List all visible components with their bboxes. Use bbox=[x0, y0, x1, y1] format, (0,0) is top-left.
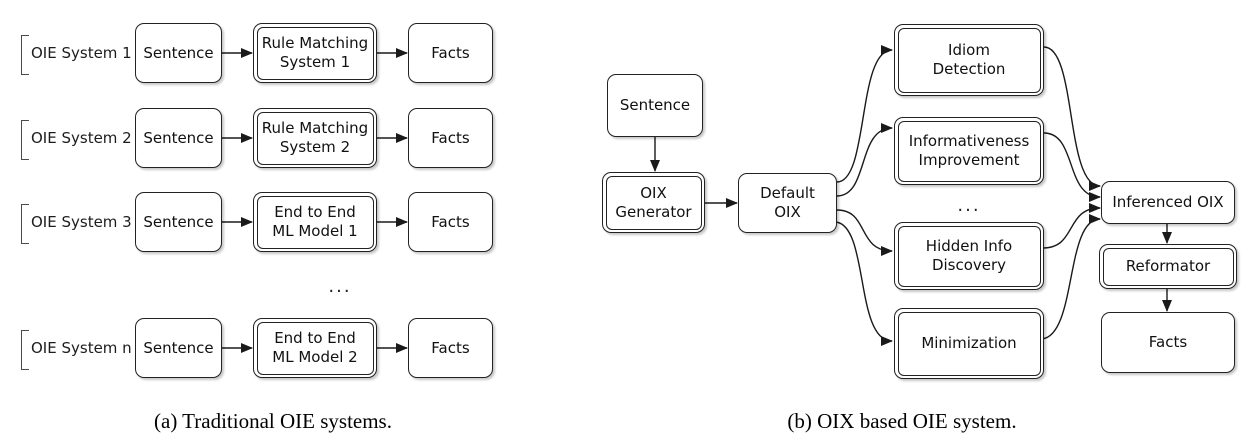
arrow-idiom-detection-to-inferenced-oix bbox=[1043, 46, 1101, 191]
node-an-system: End to End ML Model 2 bbox=[253, 318, 377, 378]
arrow-minimization-to-inferenced-oix bbox=[1041, 214, 1101, 340]
row-bracket bbox=[21, 204, 29, 244]
panel-b-ellipsis: ... bbox=[957, 195, 981, 216]
node-an-sentence: Sentence bbox=[135, 318, 222, 378]
arrow-default-oix-to-informativeness bbox=[836, 123, 893, 197]
node-a3-facts: Facts bbox=[408, 192, 493, 252]
node-a3-sentence: Sentence bbox=[135, 192, 222, 252]
node-a1-system-label: Rule Matching System 1 bbox=[256, 26, 374, 80]
node-a2-facts: Facts bbox=[408, 108, 493, 168]
row-bracket bbox=[21, 120, 29, 160]
row-bracket bbox=[21, 35, 29, 75]
node-a3-system-label: End to End ML Model 1 bbox=[256, 195, 374, 249]
node-a2-system: Rule Matching System 2 bbox=[253, 108, 377, 168]
node-reformator-label: Reformator bbox=[1102, 247, 1234, 286]
node-informativeness-improvement-label: Informativeness Improvement bbox=[897, 120, 1041, 182]
node-reformator: Reformator bbox=[1099, 244, 1237, 289]
node-inferenced-oix: Inferenced OIX bbox=[1101, 181, 1235, 224]
node-informativeness-improvement: Informativeness Improvement bbox=[894, 117, 1044, 185]
node-hidden-info-discovery: Hidden Info Discovery bbox=[894, 222, 1044, 290]
arrow-default-oix-to-minimization bbox=[835, 221, 893, 346]
node-a3-system: End to End ML Model 1 bbox=[253, 192, 377, 252]
arrow-default-oix-to-hidden-info bbox=[836, 209, 893, 256]
node-minimization: Minimization bbox=[894, 308, 1044, 379]
caption-panel-b: (b) OIX based OIE system. bbox=[787, 409, 1017, 433]
row-label-oie-system-1: OIE System 1 bbox=[31, 44, 132, 62]
node-b-sentence: Sentence bbox=[607, 74, 703, 137]
node-b-facts: Facts bbox=[1101, 312, 1235, 373]
node-a1-sentence: Sentence bbox=[135, 23, 222, 83]
node-a1-facts: Facts bbox=[408, 23, 493, 83]
arrow-informativeness-to-inferenced-oix bbox=[1043, 132, 1101, 202]
row-label-oie-system-n: OIE System n bbox=[31, 339, 132, 357]
node-oix-generator: OIX Generator bbox=[602, 172, 705, 233]
node-default-oix: Default OIX bbox=[738, 173, 837, 233]
node-an-facts: Facts bbox=[408, 318, 493, 378]
arrow-hidden-info-to-inferenced-oix bbox=[1042, 203, 1101, 249]
node-idiom-detection-label: Idiom Detection bbox=[897, 27, 1041, 93]
node-hidden-info-discovery-label: Hidden Info Discovery bbox=[897, 225, 1041, 287]
arrow-default-oix-to-idiom-detection bbox=[836, 45, 893, 183]
node-a2-sentence: Sentence bbox=[135, 108, 222, 168]
node-a1-system: Rule Matching System 1 bbox=[253, 23, 377, 83]
node-a2-system-label: Rule Matching System 2 bbox=[256, 111, 374, 165]
row-label-oie-system-2: OIE System 2 bbox=[31, 129, 132, 147]
panel-a-ellipsis: ... bbox=[328, 276, 352, 297]
row-label-oie-system-3: OIE System 3 bbox=[31, 213, 132, 231]
node-oix-generator-label: OIX Generator bbox=[605, 175, 702, 230]
row-bracket bbox=[21, 330, 29, 370]
node-minimization-label: Minimization bbox=[897, 311, 1041, 376]
node-idiom-detection: Idiom Detection bbox=[894, 24, 1044, 96]
caption-panel-a: (a) Traditional OIE systems. bbox=[154, 409, 392, 433]
node-an-system-label: End to End ML Model 2 bbox=[256, 321, 374, 375]
